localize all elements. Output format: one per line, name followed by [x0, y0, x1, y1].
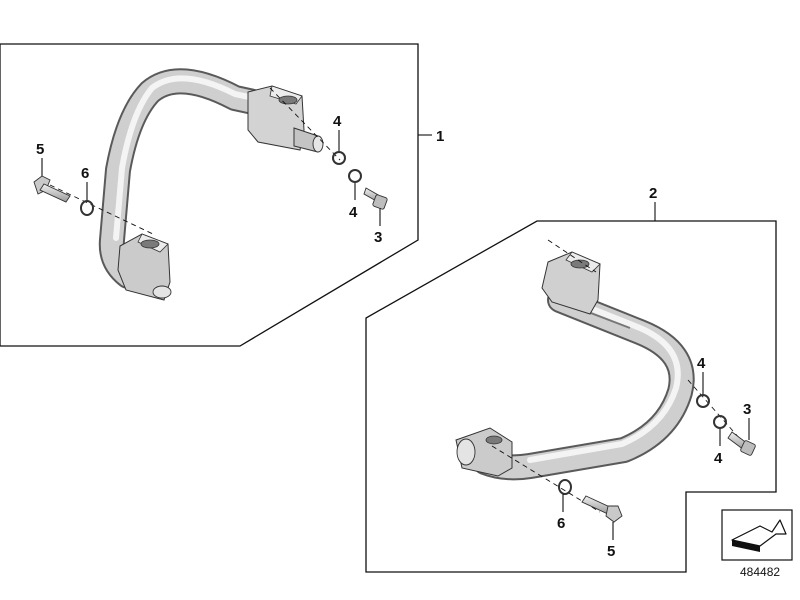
g2-axis-upper	[547, 239, 597, 273]
g2-callout-3: 3	[743, 401, 751, 418]
document-number: 484482	[740, 565, 780, 579]
g1-bolt-3	[363, 187, 388, 210]
g2-washer-6	[558, 479, 572, 495]
g1-callout-4b: 4	[349, 204, 358, 221]
g1-washer-6	[80, 200, 94, 216]
g1-washer-4a	[332, 151, 346, 165]
g2-washer-4a	[696, 394, 710, 408]
g2-bolt-5	[581, 495, 623, 523]
g1-callout-5: 5	[36, 141, 44, 158]
group-2-frame	[365, 202, 777, 573]
callout-group-2: 2	[649, 185, 657, 202]
g2-washer-4b	[713, 415, 727, 429]
g1-bolt-5	[33, 175, 71, 203]
g1-callout-4a: 4	[333, 113, 342, 130]
g1-callout-6: 6	[81, 165, 89, 182]
g2-callout-4a: 4	[697, 355, 706, 372]
g1-callout-3: 3	[374, 229, 382, 246]
document-type-icon	[721, 509, 793, 561]
g1-axis-upper	[269, 87, 341, 161]
g2-callout-5: 5	[607, 543, 615, 560]
group-1-bracket	[98, 68, 324, 301]
g1-axis-lower	[49, 184, 156, 236]
g2-axis-lower	[491, 445, 601, 513]
group-2-bracket	[455, 251, 695, 481]
g2-bolt-3	[727, 431, 756, 456]
g2-callout-4b: 4	[714, 450, 723, 467]
g1-washer-4b	[348, 169, 362, 183]
group-1-frame	[0, 43, 432, 347]
callout-group-1: 1	[436, 128, 444, 145]
g2-callout-6: 6	[557, 515, 565, 532]
